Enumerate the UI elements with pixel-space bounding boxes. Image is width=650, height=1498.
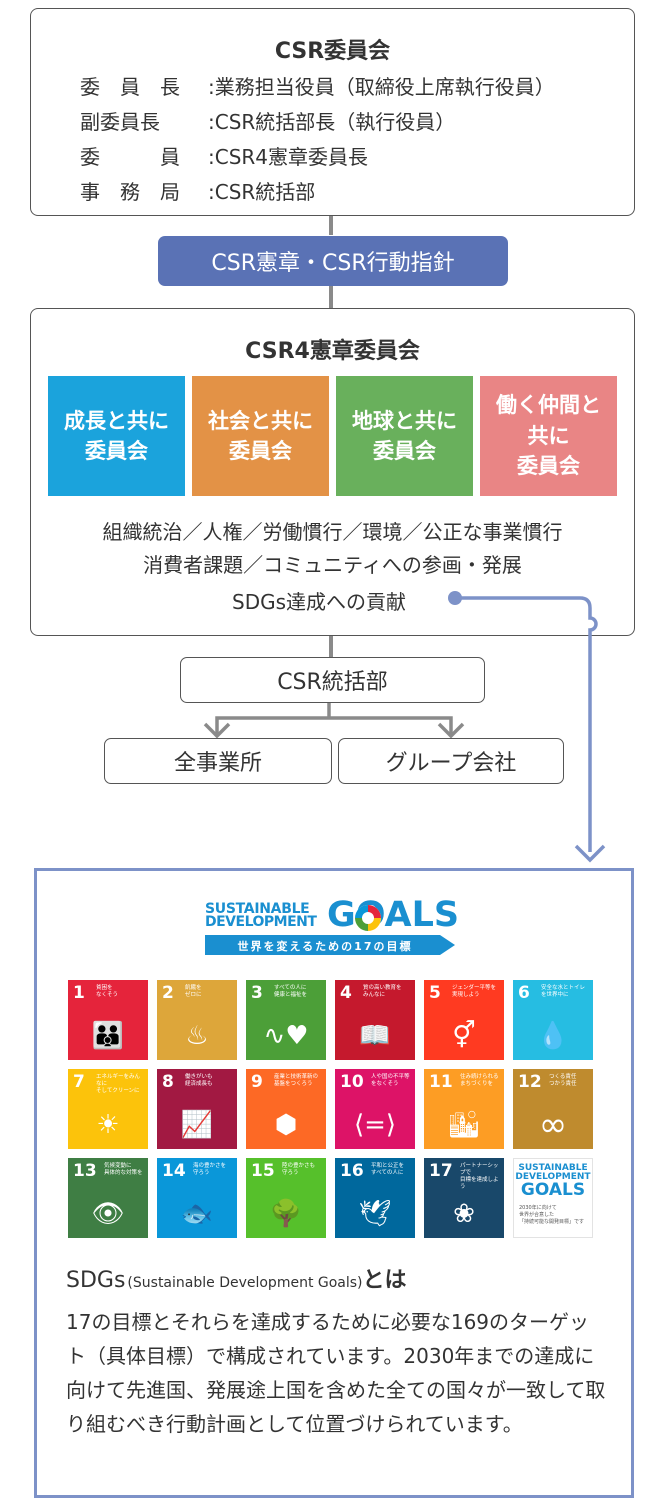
dept-to-units-arrows — [203, 703, 465, 739]
bowl-icon: ♨ — [185, 1021, 209, 1051]
city-icon: 🏙 — [447, 1110, 481, 1140]
sdgs-description: 17の目標とそれらを達成するために必要な169のターゲット（具体目標）で構成され… — [66, 1310, 606, 1436]
people-icon: 👪 — [91, 1021, 125, 1051]
committee-society: 社会と共に 委員会 — [192, 376, 329, 496]
sdgs-heading: SDGs(Sustainable Development Goals)とは — [66, 1262, 407, 1294]
charter-topics-line-2: 消費者課題／コミュニティへの参画・発展 — [143, 553, 522, 577]
final-tile-line2: DEVELOPMENT — [515, 1172, 591, 1182]
role-label: 委 員 長 — [80, 75, 180, 99]
committee-earth: 地球と共に 委員会 — [336, 376, 473, 496]
cubes-icon: ⬢ — [274, 1110, 298, 1140]
sdgs-heading-paren: (Sustainable Development Goals) — [127, 1275, 363, 1291]
gender-icon: ⚥ — [452, 1021, 476, 1051]
all-offices-box: 全事業所 — [104, 738, 332, 784]
sdgs-contribution-text: SDGs達成への貢献 — [232, 590, 407, 614]
group-companies-box: グループ会社 — [338, 738, 564, 784]
sdgs-logo-subtitle: 世界を変えるための17の目標 — [237, 940, 413, 953]
tree-icon: 🌳 — [269, 1199, 303, 1229]
water-icon: 💧 — [536, 1021, 570, 1051]
dove-icon: 🕊 — [358, 1199, 392, 1229]
sdgs-logo-goals: GOALS — [327, 896, 459, 934]
role-row-vice-chair: 副委員長:CSR統括部長（執行役員） — [80, 106, 455, 135]
arrowhead-right — [437, 722, 465, 739]
sdgs-logo-line1: SUSTAINABLE — [205, 901, 310, 917]
arrowhead-left — [203, 722, 231, 739]
growth-icon: 📈 — [180, 1110, 214, 1140]
sdgs-wheel-icon — [355, 905, 381, 931]
final-tile-goals: GOALS — [520, 1180, 586, 1200]
final-tile-line1: SUSTAINABLE — [518, 1163, 588, 1173]
role-label: 委 員 — [80, 145, 180, 169]
csr-dept-box: CSR統括部 — [180, 657, 485, 703]
equality-icon: ⟨=⟩ — [353, 1110, 397, 1140]
sdg-final-tile: SUSTAINABLE DEVELOPMENT GOALS 2030年に向けて … — [513, 1158, 593, 1238]
sdgs-connector — [448, 591, 606, 863]
charter-topics-line-1: 組織統治／人権／労働慣行／環境／公正な事業慣行 — [102, 520, 563, 544]
arrow-line-branch — [215, 716, 453, 736]
role-label: 事 務 局 — [80, 180, 180, 204]
committee-colleagues: 働く仲間と 共に 委員会 — [480, 376, 617, 496]
role-row-secretariat: 事 務 局:CSR統括部 — [80, 176, 315, 205]
rings-icon: ❀ — [453, 1199, 475, 1229]
role-row-member: 委 員:CSR4憲章委員長 — [80, 141, 368, 170]
charter-committee-title: CSR4憲章委員会 — [245, 339, 420, 364]
role-label: 副委員長 — [80, 110, 160, 134]
sdgs-connector-arrowhead — [574, 844, 606, 863]
fish-icon: 🐟 — [180, 1199, 214, 1229]
role-row-chair: 委 員 長:業務担当役員（取締役上席執行役員） — [80, 71, 555, 100]
sdgs-heading-towa: とは — [362, 1268, 407, 1293]
committee-growth: 成長と共に 委員会 — [48, 376, 185, 496]
final-tile-caption: 2030年に向けて 世界が合意した 「持続可能な開発目標」です — [519, 1205, 585, 1225]
connector-committee-to-pill — [329, 215, 333, 235]
eye-globe-icon: 👁 — [91, 1199, 125, 1229]
sdgs-connector-line — [455, 596, 598, 852]
sdgs-logo-goals-text: GOALS — [327, 895, 460, 935]
sdgs-logo-subtitle-bar: 世界を変えるための17の目標 — [205, 935, 455, 955]
sdgs-heading-sdgs: SDGs — [66, 1268, 126, 1293]
charter-pill: CSR憲章・CSR行動指針 — [158, 236, 508, 286]
role-value: CSR統括部長（執行役員） — [214, 110, 456, 134]
role-value: CSR4憲章委員長 — [214, 145, 369, 169]
role-value: 業務担当役員（取締役上席執行役員） — [214, 75, 555, 99]
infinity-icon: ∞ — [538, 1105, 568, 1145]
sun-icon: ☀ — [96, 1110, 120, 1140]
role-value: CSR統括部 — [214, 180, 316, 204]
csr-committee-box: CSR委員会 — [30, 8, 635, 216]
sdgs-logo-line2: DEVELOPMENT — [205, 914, 317, 930]
connector-charter-to-dept — [329, 635, 333, 660]
csr-committee-title: CSR委員会 — [274, 39, 391, 64]
sdgs-logo: SUSTAINABLE DEVELOPMENT GOALS 世界を変えるための1… — [205, 896, 465, 962]
connector-pill-to-charter — [329, 285, 333, 310]
heartbeat-icon: ∿♥ — [263, 1021, 309, 1051]
book-icon: 📖 — [358, 1021, 392, 1051]
